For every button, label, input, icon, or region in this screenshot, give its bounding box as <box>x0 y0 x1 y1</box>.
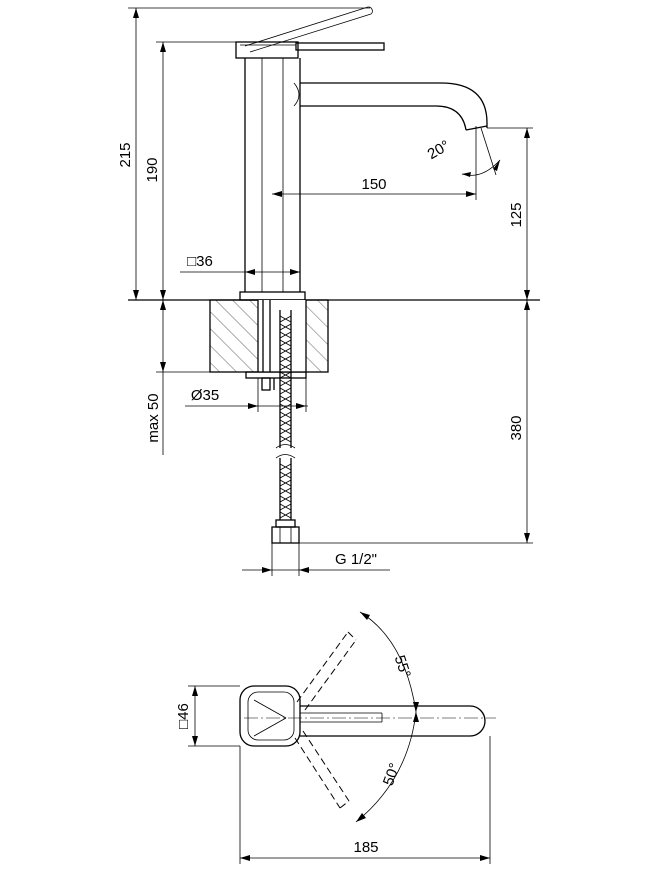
dimension-hose-length: 380 <box>299 300 533 544</box>
label-top-length: 185 <box>353 839 378 856</box>
dimension-base-square: □36 <box>180 253 300 275</box>
label-lever-swing-down: 50° <box>380 761 404 788</box>
swing-arc-up <box>359 611 417 713</box>
lever-swing-up-outline <box>296 631 357 711</box>
dimension-total-height: 215 <box>117 7 370 300</box>
lever-horizontal-outline <box>235 41 385 59</box>
swing-arc-down <box>355 711 417 823</box>
dimension-connection-thread: G 1/2" <box>242 543 390 576</box>
faucet-body <box>239 58 306 301</box>
spout <box>293 82 488 131</box>
dimension-deck-thickness: max 50 <box>145 299 246 455</box>
label-hose-length: 380 <box>508 415 525 440</box>
dimension-spout-height: 190 <box>144 41 236 300</box>
braided-hose <box>271 310 300 544</box>
label-deck-thickness: max 50 <box>145 393 162 442</box>
side-view: 215 190 150 20° <box>117 6 540 576</box>
label-spout-angle: 20° <box>425 137 453 163</box>
label-lever-swing-up: 55° <box>391 653 414 680</box>
label-outlet-height: 125 <box>508 202 525 227</box>
label-base-square: □36 <box>187 253 213 270</box>
top-body-outline <box>239 685 496 747</box>
mounting-assembly <box>245 300 307 391</box>
top-view: 55° 50° <box>175 611 496 864</box>
dimension-spout-angle: 20° <box>425 127 501 177</box>
deck-section <box>209 299 329 373</box>
dimension-top-length: 185 <box>239 736 491 864</box>
dimension-spout-reach: 150 <box>272 126 477 200</box>
label-connection-thread: G 1/2" <box>335 551 377 568</box>
label-spout-height: 190 <box>144 157 161 182</box>
label-top-square: □46 <box>175 703 192 729</box>
label-total-height: 215 <box>117 142 134 167</box>
dimension-top-square: □46 <box>175 685 240 747</box>
lever-swing-down-outline <box>294 730 350 809</box>
dimension-outlet-height: 125 <box>487 127 533 300</box>
lever-raised-outline <box>244 6 373 53</box>
label-hole-diameter: Ø35 <box>191 387 219 404</box>
label-spout-reach: 150 <box>361 176 386 193</box>
dimension-hole-diameter: Ø35 <box>185 378 308 412</box>
